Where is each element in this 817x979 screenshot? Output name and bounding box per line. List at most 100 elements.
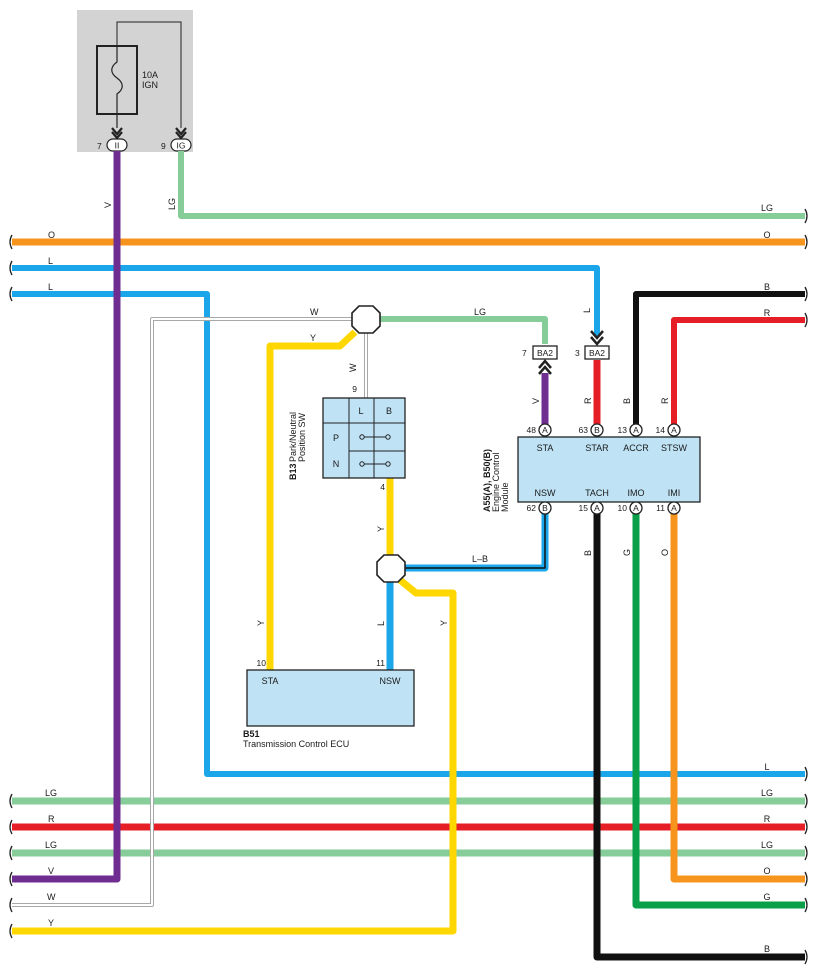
- left-label-lg1: LG: [45, 788, 57, 798]
- tcu-name: Transmission Control ECU: [243, 739, 349, 749]
- wire-r-stsw: [671, 317, 805, 426]
- wire-w-outer: [12, 317, 353, 907]
- label-lg-mid: LG: [474, 307, 486, 317]
- right-label-r: R: [764, 308, 771, 318]
- label-l-vert: L: [582, 308, 592, 313]
- wire-break-marks: [9, 208, 808, 965]
- label-l-nsw: L: [376, 621, 386, 626]
- ecm-pin-top-accr-label: ACCR: [623, 443, 649, 453]
- break-left-y: [9, 923, 13, 939]
- wire-o-imi: [670, 513, 805, 883]
- switch-contacts: [359, 434, 391, 467]
- break-right-lg1: [804, 793, 808, 809]
- ecm-pin-top-sta-label: STA: [537, 443, 554, 453]
- ecm-pin-top-sta-conn: A: [542, 425, 548, 435]
- connector-ba2-right-pin: 3: [575, 348, 580, 358]
- wires: [12, 151, 805, 961]
- break-right-o2: [804, 871, 808, 887]
- label-b-accr: B: [622, 398, 632, 404]
- right-label-lg1: LG: [761, 788, 773, 798]
- switch-name-2: Position SW: [297, 412, 307, 462]
- wire-v: [12, 151, 121, 883]
- label-lb: L–B: [472, 554, 488, 564]
- wire-lg-mid: [380, 316, 548, 344]
- park-neutral-switch: L B P N 9 4 B13 Park/Neutral Position SW: [288, 384, 406, 492]
- right-label-b2: B: [764, 944, 770, 954]
- ecm-name-1: Engine Control: [491, 452, 501, 512]
- break-left-l1: [9, 260, 13, 276]
- tcu-label-sta: STA: [262, 676, 279, 686]
- wire-w-inner: [12, 318, 353, 906]
- wire-lg-ig: [178, 151, 805, 219]
- label-y-right: Y: [439, 620, 449, 626]
- label-r-stsw: R: [660, 397, 670, 404]
- ecm-pin-bottom-tach-num: 15: [579, 503, 589, 513]
- switch-name-1: Park/Neutral: [288, 412, 298, 462]
- left-wire-labels: O L L LG R LG V W Y: [45, 230, 57, 928]
- label-y-switch: Y: [376, 526, 386, 532]
- fuse-connector-right-label: IG: [177, 141, 186, 151]
- fuse-right-arrow-icon: [175, 127, 187, 140]
- ecm-pin-top-star-badge: [590, 423, 604, 437]
- ecm-pin-bottom-imo-conn: A: [633, 503, 639, 513]
- break-right-b2: [804, 949, 808, 965]
- break-right-lg2: [804, 845, 808, 861]
- fuse-left-arrow-icon: [111, 127, 123, 140]
- wire-b-tach: [593, 513, 805, 961]
- break-right-r: [804, 312, 808, 328]
- right-wire-labels: LG O B R L LG R LG O G B: [761, 203, 773, 954]
- label-v-drop: V: [103, 202, 113, 208]
- connector-ba2-left: BA2 7: [522, 345, 558, 375]
- switch-row-p: P: [333, 433, 339, 443]
- ecm-pin-top-stsw-num: 14: [656, 425, 666, 435]
- wire-l-top: [12, 265, 600, 336]
- left-label-w: W: [47, 892, 56, 902]
- label-b-tach: B: [583, 550, 593, 556]
- right-label-lg2: LG: [761, 840, 773, 850]
- break-left-w: [9, 897, 13, 913]
- ecm-pin-top-stsw-conn: A: [671, 425, 677, 435]
- inline-wire-labels: V LG W Y W LG L V R B R Y L–B Y L Y B G …: [103, 198, 670, 626]
- right-label-l: L: [764, 762, 769, 772]
- ecm-pin-top-accr-conn: A: [633, 425, 639, 435]
- break-left-r: [9, 819, 13, 835]
- left-label-o: O: [48, 230, 55, 240]
- ecm-body: [517, 436, 701, 503]
- fuse-box: 10A IGN II 7 IG 9: [77, 10, 193, 152]
- ecm-title: A55(A), B50(B) Engine Control Module: [482, 449, 510, 512]
- left-label-y: Y: [48, 918, 54, 928]
- ecm-pin-bottom-tach-label: TACH: [585, 488, 609, 498]
- break-left-v: [9, 871, 13, 887]
- ecm-pin-bottom-nsw-conn: B: [542, 503, 548, 513]
- connector-ba2-right: BA2 3: [575, 330, 610, 360]
- switch-col-b: B: [386, 406, 392, 416]
- switch-title: B13 Park/Neutral Position SW: [288, 412, 307, 480]
- tcu-body: [246, 669, 415, 727]
- switch-row-n: N: [333, 459, 340, 469]
- break-left-l2: [9, 286, 13, 302]
- ecm-name-2: Module: [500, 482, 510, 512]
- left-label-v: V: [48, 866, 54, 876]
- fuse-connector-left-label: II: [115, 141, 120, 151]
- break-right-o: [804, 234, 808, 250]
- connector-ba2-left-pin: 7: [522, 348, 527, 358]
- right-label-o2: O: [763, 866, 770, 876]
- ecm-pin-bottom-nsw-label: NSW: [535, 488, 557, 498]
- ecm-pin-top-accr-badge: [629, 423, 643, 437]
- wire-y-right: [12, 577, 457, 935]
- switch-grid: [323, 398, 405, 478]
- label-r-star: R: [583, 397, 593, 404]
- switch-pin-top: 9: [352, 384, 357, 394]
- tcu-pin-left: 10: [257, 658, 267, 668]
- ecm-pin-top-sta-num: 48: [527, 425, 537, 435]
- ecm-pin-bottom-imi-num: 11: [656, 503, 665, 513]
- connector-ba2-right-name: BA2: [589, 348, 605, 358]
- break-right-r2: [804, 819, 808, 835]
- label-w-vert: W: [348, 363, 358, 372]
- ecm-pin-top-stsw-badge: [667, 423, 681, 437]
- label-g-imo: G: [622, 549, 632, 556]
- transmission-control-ecu: STA NSW 10 11 B51 Transmission Control E…: [243, 658, 415, 749]
- wire-g-imo: [632, 513, 805, 909]
- ecm-pin-top-accr-num: 13: [618, 425, 628, 435]
- connector-ba2-left-box: [532, 345, 558, 360]
